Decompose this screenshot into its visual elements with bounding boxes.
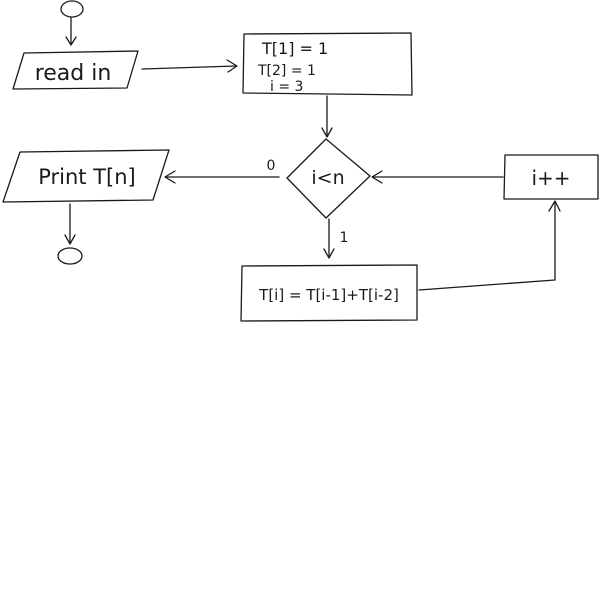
arrow-print-to-end (64, 203, 76, 245)
read-in-label: read in (35, 61, 112, 86)
false-branch-label: 0 (267, 158, 276, 174)
print-shape (2, 149, 170, 203)
init-line-2: T[2] = 1 (257, 63, 316, 79)
condition-label: i<n (311, 167, 344, 189)
condition-diamond (286, 138, 371, 219)
condition-node: i<n (286, 138, 371, 219)
arrow-recurrence-to-increment (418, 200, 561, 291)
init-node: T[1] = 1 T[2] = 1 i = 3 (242, 32, 413, 96)
print-node: Print T[n] (2, 149, 170, 203)
print-label: Print T[n] (38, 165, 136, 189)
increment-box (503, 154, 599, 200)
arrow-increment-to-condition (371, 170, 504, 184)
arrow-condition-to-print (164, 170, 280, 184)
recurrence-label: T[i] = T[i-1]+T[i-2] (258, 286, 399, 304)
true-branch-label: 1 (340, 230, 349, 246)
recurrence-box (240, 264, 418, 322)
end-terminal (57, 247, 83, 265)
arrow-read-to-init (141, 59, 238, 73)
start-terminal (60, 0, 84, 18)
increment-node: i++ (503, 154, 599, 200)
arrow-init-to-condition (321, 95, 333, 138)
increment-label: i++ (531, 166, 570, 190)
recurrence-node: T[i] = T[i-1]+T[i-2] (240, 264, 418, 322)
init-line-1: T[1] = 1 (261, 39, 328, 58)
read-in-shape (12, 50, 139, 90)
arrow-condition-to-recurrence (323, 218, 335, 259)
arrow-start-to-read (65, 17, 77, 46)
read-in-node: read in (12, 50, 139, 90)
init-line-3: i = 3 (270, 79, 303, 95)
init-box (242, 32, 413, 96)
